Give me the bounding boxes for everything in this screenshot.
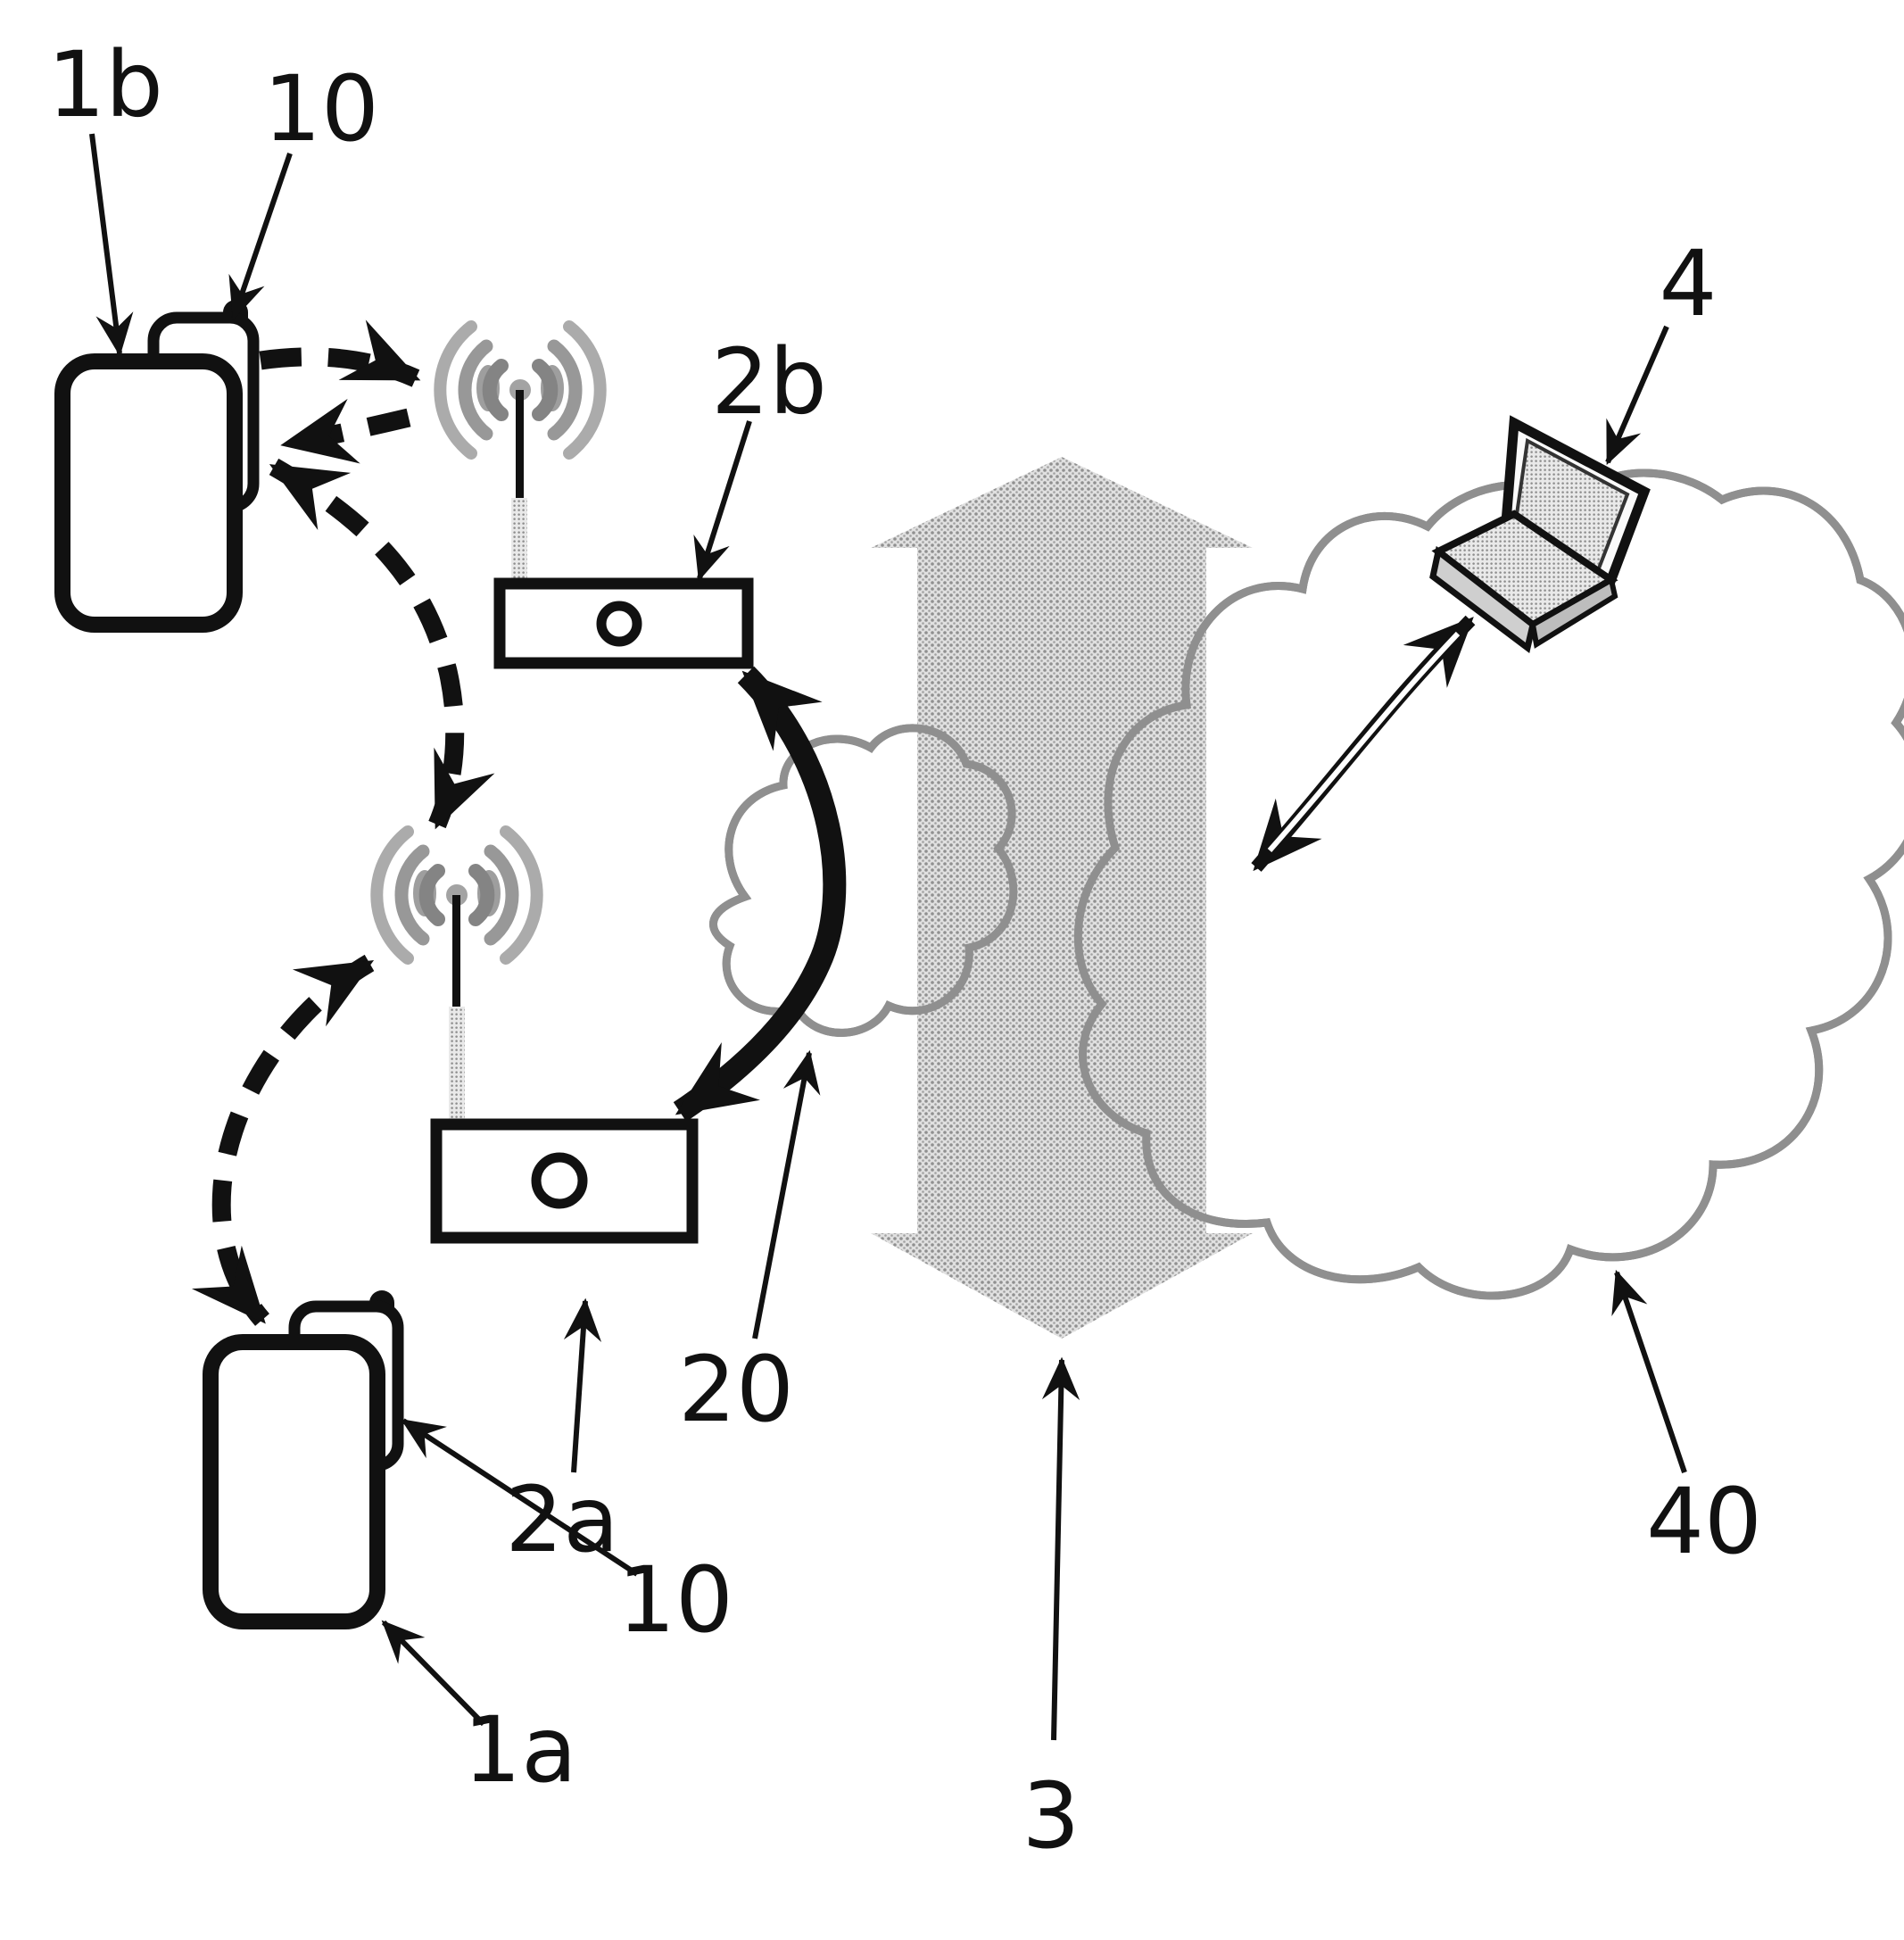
- label-10-top: 10: [263, 56, 379, 162]
- label-1a: 1a: [463, 1697, 576, 1803]
- label-2b: 2b: [711, 329, 827, 435]
- mobile-terminal-1a-icon: [211, 1290, 398, 1621]
- phone-body: [62, 361, 235, 625]
- label-3-arrow: [1054, 1360, 1062, 1740]
- label-2b-arrow: [700, 421, 749, 578]
- dashed-link-2b-to-1b-icon: [286, 418, 409, 444]
- label-10-bottom: 10: [617, 1547, 733, 1654]
- label-10-top-arrow: [234, 153, 290, 318]
- label-20-arrow: [755, 1053, 809, 1339]
- dashed-link-1b-to-2a-icon: [274, 467, 455, 825]
- label-40: 40: [1646, 1469, 1762, 1575]
- access-point-led: [601, 606, 637, 642]
- antenna-mast: [452, 895, 460, 1009]
- antenna-base: [511, 498, 527, 585]
- access-point-led: [536, 1157, 583, 1204]
- label-4: 4: [1660, 231, 1718, 337]
- wireless-access-point-2a-icon: [377, 832, 692, 1238]
- dashed-link-2a-to-1a-icon: [221, 963, 369, 1320]
- label-1b-arrow: [92, 134, 120, 353]
- antenna-mast: [516, 390, 524, 502]
- bidirectional-gray-arrow-icon: [871, 457, 1253, 1339]
- label-3: 3: [1022, 1763, 1080, 1870]
- antenna-base: [449, 1007, 465, 1126]
- label-2a-arrow: [574, 1301, 585, 1472]
- wireless-access-point-2b-icon: [440, 327, 748, 663]
- label-40-arrow: [1617, 1273, 1685, 1472]
- mobile-terminal-1b-icon: [62, 300, 253, 625]
- label-1b: 1b: [47, 32, 163, 138]
- phone-body: [211, 1342, 377, 1621]
- label-20: 20: [678, 1337, 794, 1443]
- label-4-arrow: [1608, 327, 1667, 462]
- dashed-link-1b-to-2b-icon: [261, 357, 416, 378]
- label-2a: 2a: [505, 1467, 618, 1573]
- label-1a-arrow: [384, 1622, 484, 1724]
